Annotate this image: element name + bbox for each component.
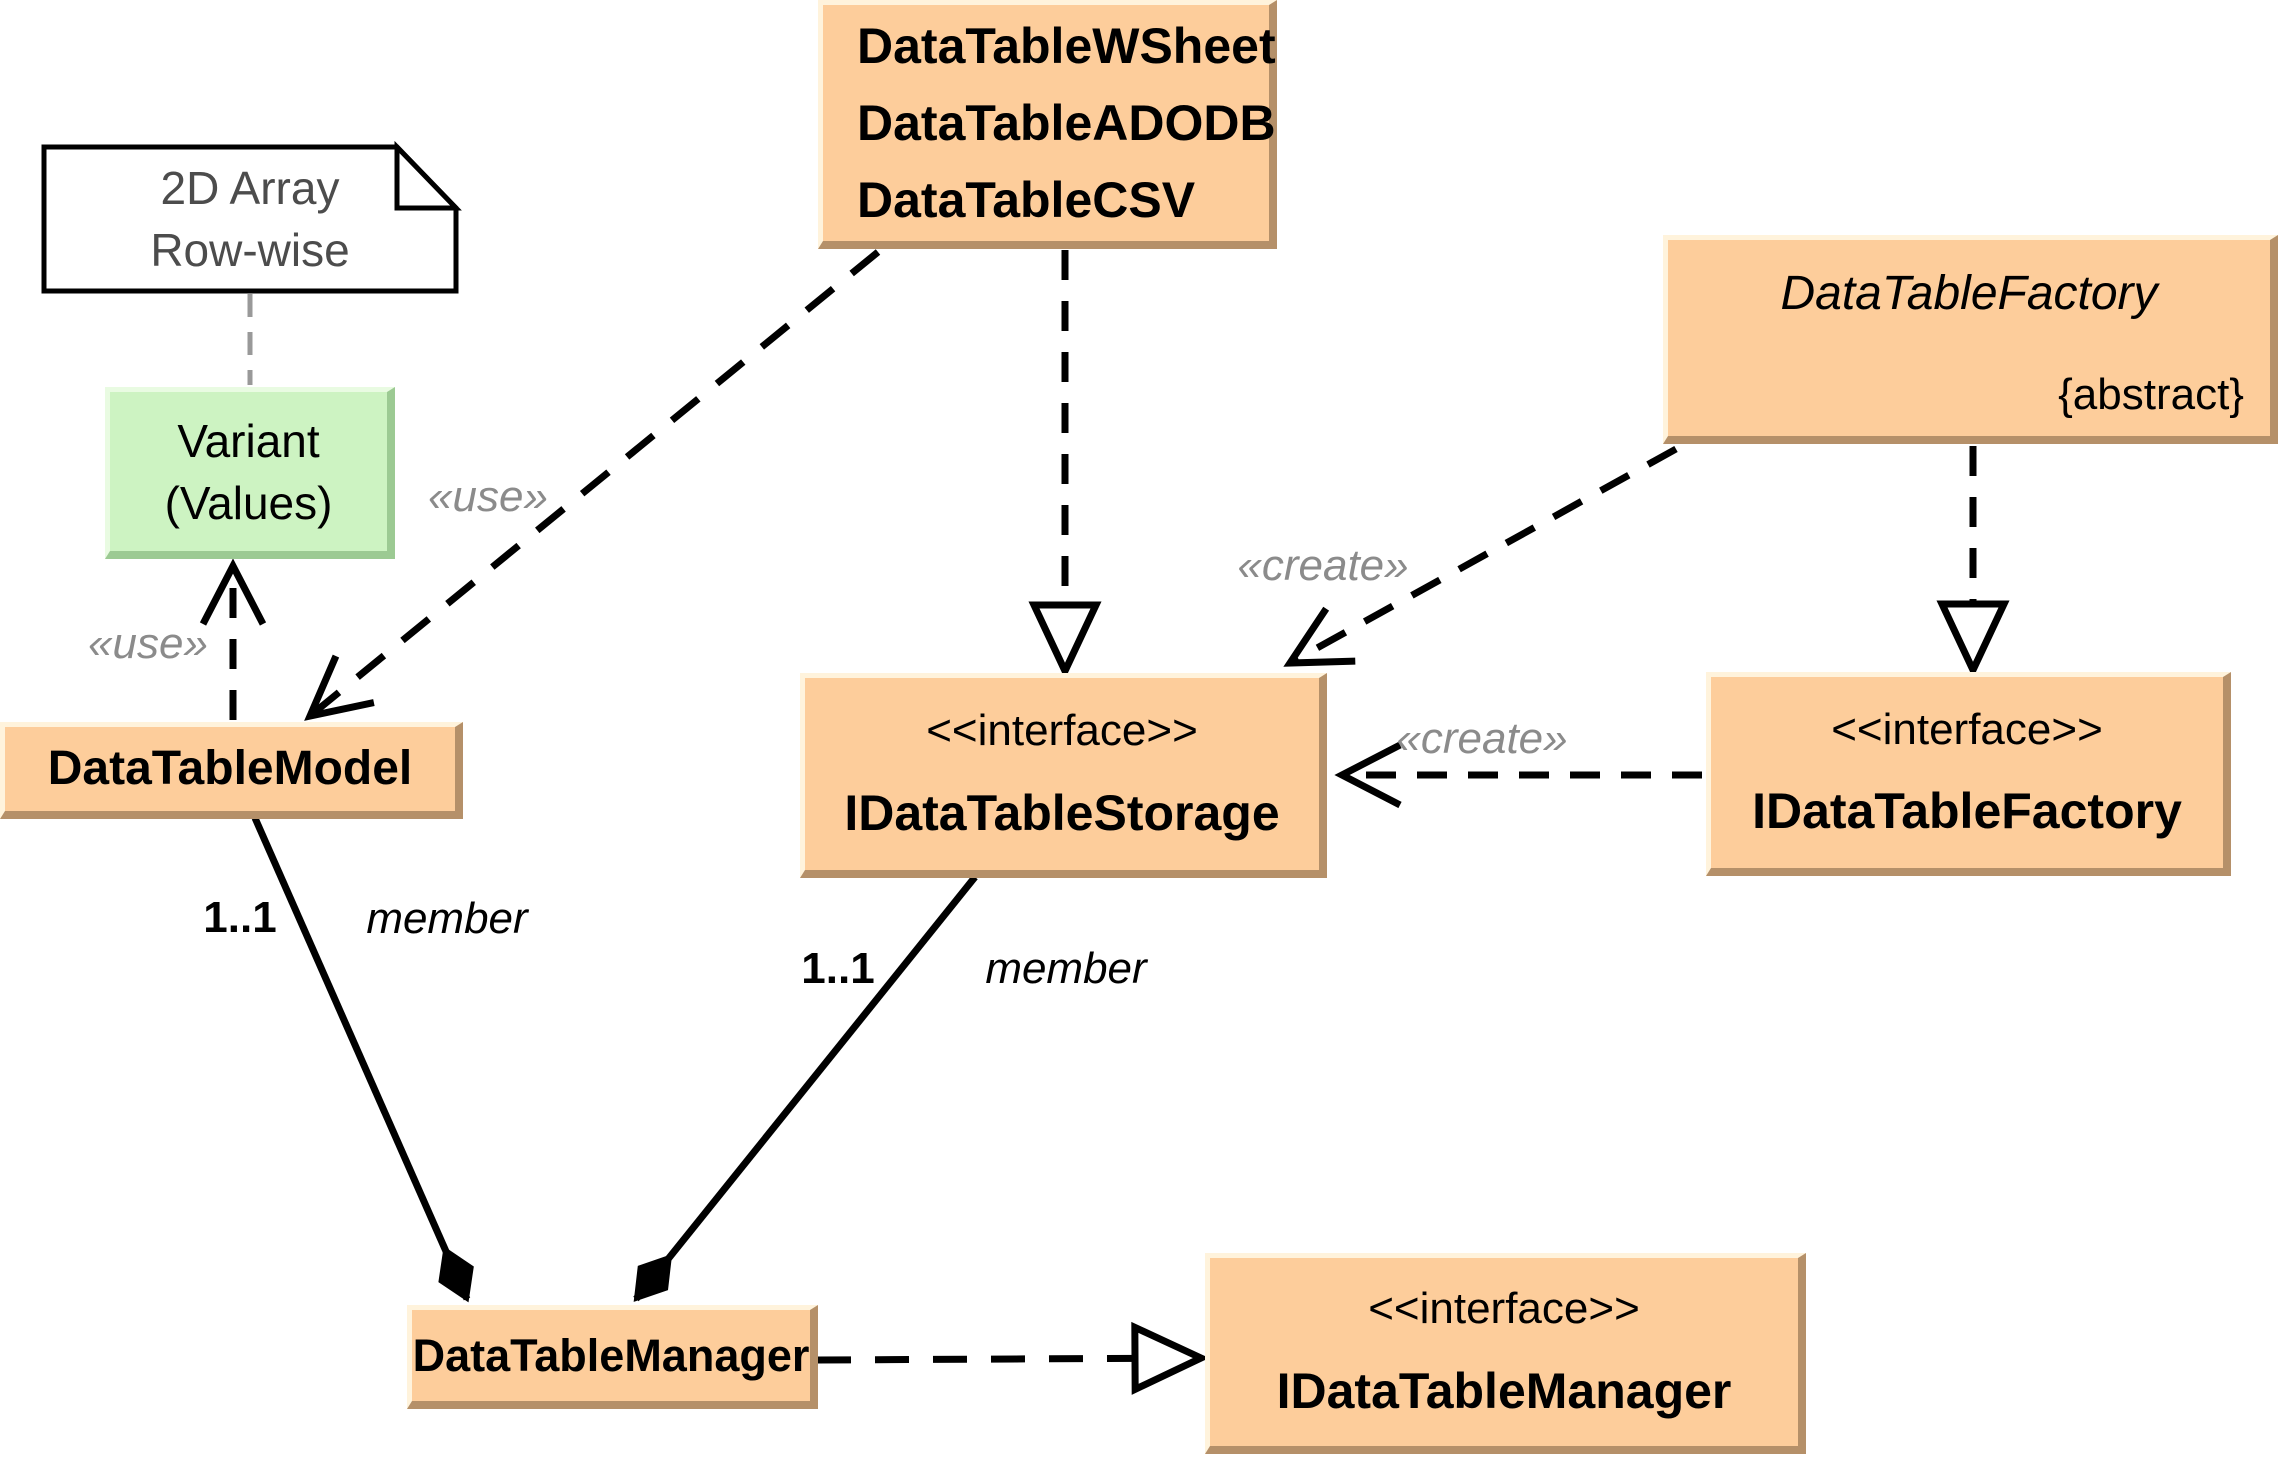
interface-name-idatatablefactory: IDataTableFactory — [1752, 783, 2182, 840]
abstract-constraint: {abstract} — [2058, 370, 2244, 419]
multiplicity-label: 1..1 — [203, 893, 277, 942]
interface-idatatablestorage: <<interface>> IDataTableStorage — [800, 673, 1327, 878]
variant-line-1: Variant — [177, 414, 320, 467]
stereotype-interface: <<interface>> — [1368, 1284, 1640, 1334]
interface-name-idatatablestorage: IDataTableStorage — [844, 784, 1280, 841]
class-name-datatableadodb: DataTableADODB — [857, 94, 1276, 151]
class-datatablemodel: DataTableModel — [0, 722, 463, 819]
class-name-datatablemodel: DataTableModel — [47, 741, 413, 795]
class-datatablemanager: DataTableManager — [407, 1305, 818, 1409]
composition-edge-manager-storage — [633, 874, 978, 1302]
variant-line-2: (Values) — [164, 476, 333, 529]
realization-edge-manager-imanager — [816, 1321, 1210, 1395]
edge-label-create: «create» — [1237, 541, 1409, 590]
interface-idatatablemanager: <<interface>> IDataTableManager — [1205, 1253, 1806, 1454]
use-edge-wsheet-model — [304, 249, 881, 721]
stereotype-interface: <<interface>> — [1831, 704, 2103, 754]
note-2d-array: 2D Array Row-wise — [44, 147, 456, 291]
interface-name-idatatablemanager: IDataTableManager — [1276, 1362, 1732, 1419]
class-name-datatablewsheet: DataTableWSheet — [857, 17, 1276, 74]
interface-idatatablefactory: <<interface>> IDataTableFactory — [1706, 672, 2231, 876]
edge-label-use: «use» — [88, 619, 208, 668]
class-name-datatablecsv: DataTableCSV — [857, 171, 1196, 228]
edge-label-create: «create» — [1396, 714, 1568, 763]
class-name-datatablefactory: DataTableFactory — [1780, 267, 2158, 320]
composition-edge-manager-model — [251, 816, 474, 1303]
role-label-member: member — [985, 944, 1147, 993]
role-label-member: member — [366, 894, 528, 943]
class-datatablefactory: DataTableFactory {abstract} — [1663, 235, 2278, 444]
note-line-2: Row-wise — [150, 224, 350, 276]
class-name-datatablemanager: DataTableManager — [412, 1329, 810, 1381]
class-datatable-implementations: DataTableWSheet DataTableADODB DataTable… — [818, 0, 1277, 249]
note-line-1: 2D Array — [160, 162, 340, 214]
class-variant: Variant (Values) — [105, 387, 395, 559]
stereotype-interface: <<interface>> — [926, 706, 1198, 756]
multiplicity-label: 1..1 — [801, 944, 875, 993]
edge-label-use: «use» — [428, 472, 548, 521]
